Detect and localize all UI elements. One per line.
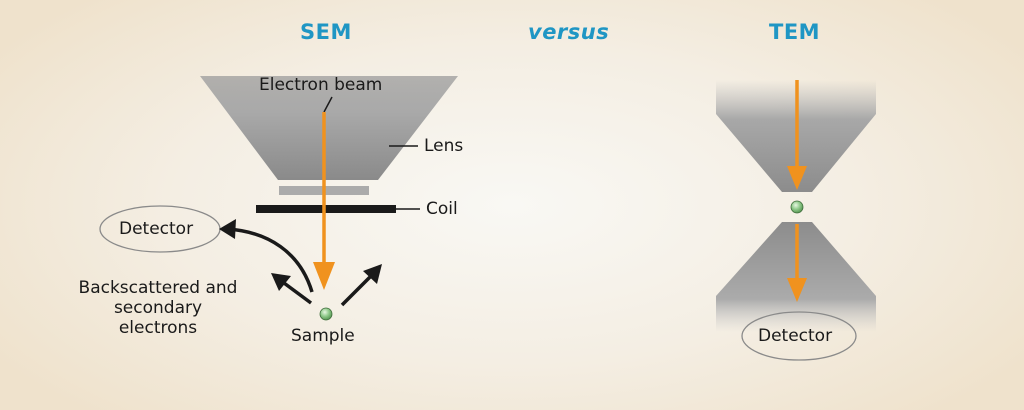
versus-heading: versus	[528, 20, 610, 44]
scatter-arrowhead-to-detector	[219, 219, 236, 239]
sample-label: Sample	[291, 326, 355, 346]
tem-heading: TEM	[769, 20, 821, 44]
scatter-arrowhead-right	[363, 264, 382, 284]
tem-sample	[790, 200, 804, 214]
tem-detector-label: Detector	[758, 326, 833, 346]
sem-detector-label: Detector	[119, 219, 194, 239]
electron-beam-label: Electron beam	[259, 75, 383, 95]
scatter-arrow-to-detector	[227, 227, 314, 293]
scatter-arrowhead-left	[271, 273, 291, 291]
lens-label: Lens	[424, 136, 464, 156]
coil-label: Coil	[426, 199, 458, 219]
sem-heading: SEM	[300, 20, 352, 44]
tem-upper-beam-arrowhead	[787, 166, 807, 190]
tem-detector-ellipse	[741, 311, 857, 361]
sem-coil	[256, 205, 396, 213]
sem-sample	[319, 307, 333, 321]
sem-beam-arrowhead	[313, 262, 335, 290]
beam-leader	[323, 96, 333, 113]
sem-lens	[200, 76, 458, 180]
scatter-arrow-right	[340, 275, 372, 307]
tem-lower-beam-arrowhead	[787, 278, 807, 302]
electrons-label: Backscattered and secondary electrons	[78, 278, 238, 338]
scatter-arrow-left	[282, 281, 313, 305]
